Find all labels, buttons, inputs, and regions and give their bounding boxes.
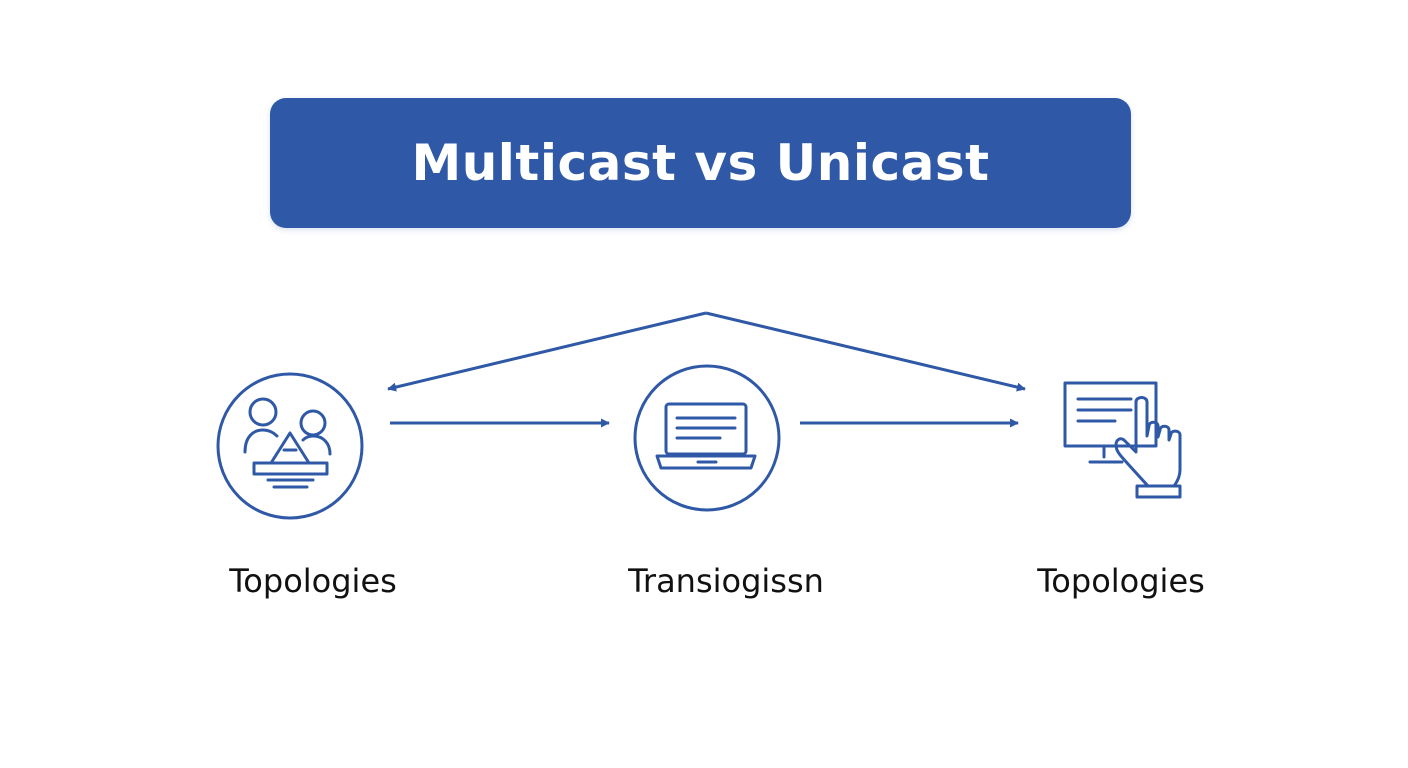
node-label-left: Topologies [229,562,397,600]
title-banner: Multicast vs Unicast [270,98,1131,228]
split-arrow-right-edge [705,311,1026,392]
diagram-title: Multicast vs Unicast [411,134,990,192]
node-label-center: Transiogissn [628,562,824,600]
laptop-icon [633,364,781,512]
monitor-touch-icon [1063,381,1182,499]
split-arrow-left-edge [387,311,707,392]
node-label-right: Topologies [1037,562,1205,600]
users-network-icon [216,372,364,520]
split-arrow [387,311,1026,392]
